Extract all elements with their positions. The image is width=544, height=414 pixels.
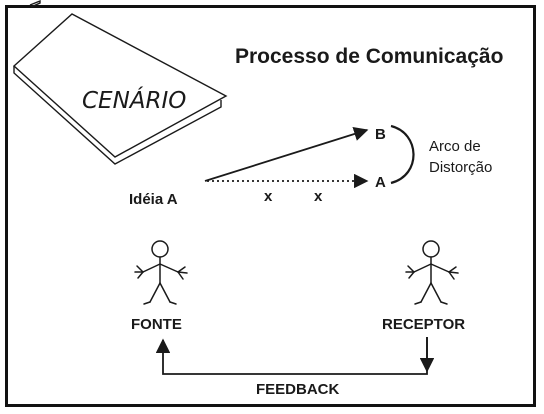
paper-sheet-lower xyxy=(13,66,222,165)
source-person-icon xyxy=(134,240,188,305)
arc-label-line1: Arco de xyxy=(429,138,481,155)
scenario-paper-stack xyxy=(12,0,228,165)
scenario-label: CENÁRIO xyxy=(82,86,186,114)
noise-mark-1: x xyxy=(264,188,273,205)
receiver-person-icon xyxy=(405,240,459,305)
diagram-frame xyxy=(5,5,536,407)
point-b-label: B xyxy=(375,126,386,143)
point-a-label: A xyxy=(375,174,386,191)
feedback-arrow xyxy=(155,337,428,375)
idea-label: Idéia A xyxy=(129,191,178,208)
back-sheet xyxy=(29,0,41,8)
feedback-label: FEEDBACK xyxy=(256,381,340,398)
diagram-title: Processo de Comunicação xyxy=(235,45,503,68)
intended-message-arrow xyxy=(204,127,369,182)
source-label: FONTE xyxy=(131,316,182,333)
distortion-arc xyxy=(390,124,415,185)
arc-label-line2: Distorção xyxy=(429,159,492,176)
receiver-label: RECEPTOR xyxy=(382,316,465,333)
noise-mark-2: x xyxy=(314,188,323,205)
paper-sheet-top xyxy=(12,13,228,158)
